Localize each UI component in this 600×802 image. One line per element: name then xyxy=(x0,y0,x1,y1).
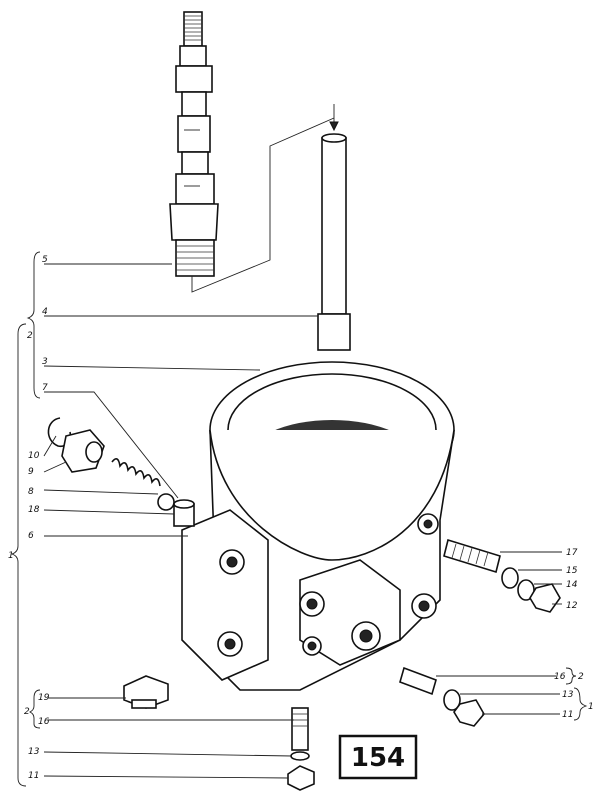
callout-16-right: 16 xyxy=(554,672,566,682)
callout-4: 4 xyxy=(42,307,48,317)
nut-11-right xyxy=(453,699,485,727)
stud-16-right xyxy=(399,666,437,696)
housing-body xyxy=(181,361,455,691)
washer-15 xyxy=(501,567,519,589)
stud-16-bottom xyxy=(291,707,309,751)
callout-2-top: 2 xyxy=(27,331,33,341)
callout-5: 5 xyxy=(42,255,48,265)
assembly-path-line xyxy=(191,117,335,293)
grouping-brackets xyxy=(10,251,588,787)
callout-7: 7 xyxy=(42,383,48,393)
callout-13-left: 13 xyxy=(28,747,40,757)
callout-12: 12 xyxy=(566,601,578,611)
stud-17 xyxy=(443,538,501,574)
spring xyxy=(111,458,161,487)
plug-18 xyxy=(173,499,195,527)
callout-19: 19 xyxy=(38,693,50,703)
callout-3: 3 xyxy=(42,357,48,367)
callout-2-bottom: 2 xyxy=(24,707,30,717)
leader-lines xyxy=(43,263,562,779)
figure-number-box: 154 xyxy=(338,734,418,780)
callout-9: 9 xyxy=(28,467,34,477)
callout-15: 15 xyxy=(566,566,578,576)
washer-13-right xyxy=(443,689,461,711)
figure-number: 154 xyxy=(351,743,405,773)
callout-11-right: 11 xyxy=(562,710,573,720)
callout-10: 10 xyxy=(28,451,40,461)
hex-nut xyxy=(61,429,105,473)
ball xyxy=(157,493,175,511)
callout-16-left: 16 xyxy=(38,717,50,727)
callout-2-right: 2 xyxy=(578,672,584,682)
callout-13-right: 13 xyxy=(562,690,574,700)
plug-19 xyxy=(123,675,169,709)
callout-1: 1 xyxy=(8,551,14,561)
nut-11-bottom xyxy=(287,765,315,791)
callout-8: 8 xyxy=(28,487,34,497)
callout-6: 6 xyxy=(28,531,34,541)
threaded-spindle xyxy=(169,11,219,277)
callout-18: 18 xyxy=(28,505,40,515)
callout-17: 17 xyxy=(566,548,578,558)
vertical-tube xyxy=(317,104,351,351)
callout-11-left: 11 xyxy=(28,771,39,781)
callout-1-right: 1 xyxy=(588,702,594,712)
callout-14: 14 xyxy=(566,580,578,590)
washer-13-bottom xyxy=(290,751,310,761)
